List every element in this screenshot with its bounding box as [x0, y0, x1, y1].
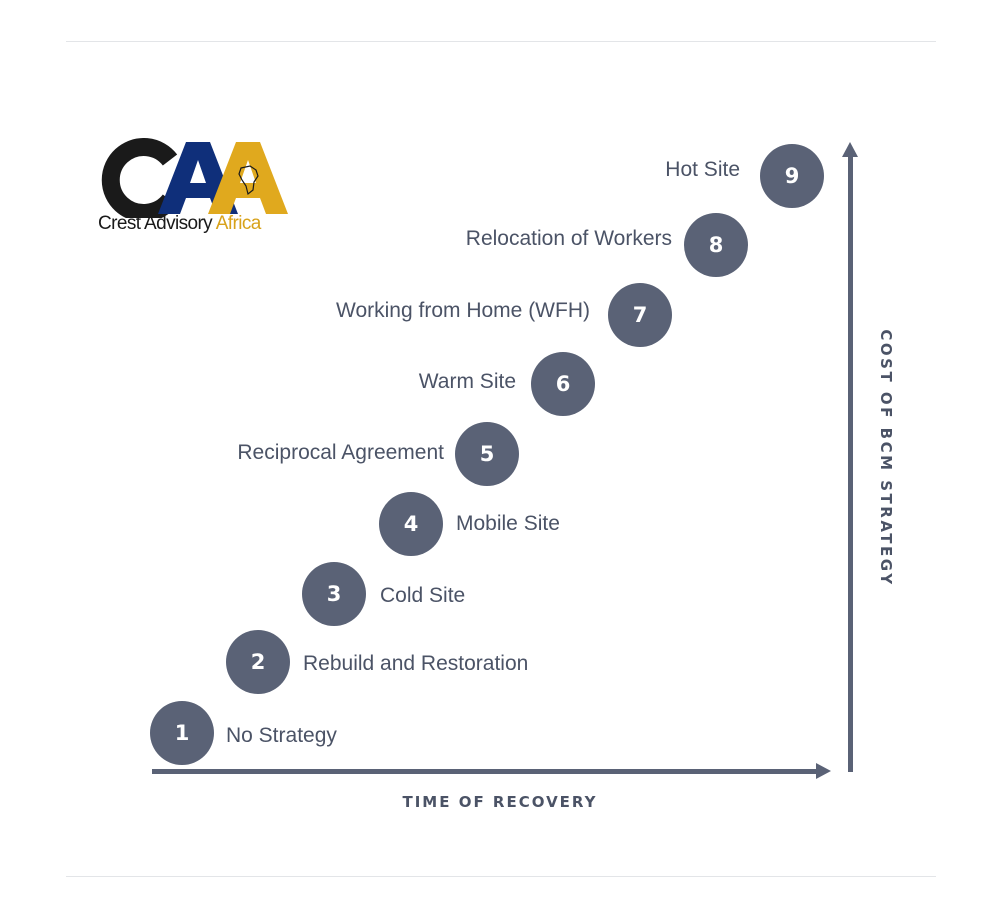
step-9-badge: 9 — [760, 144, 824, 208]
logo-name-part2: Africa — [215, 213, 262, 234]
bottom-divider — [66, 876, 936, 877]
step-2-badge: 2 — [226, 630, 290, 694]
logo-name-part1: Crest Advisory — [98, 213, 213, 234]
step-8-badge: 8 — [684, 213, 748, 277]
step-5-badge: 5 — [455, 422, 519, 486]
crest-advisory-africa-logo: Crest Advisory Africa — [98, 138, 298, 238]
logo-wordmark: Crest Advisory Africa — [98, 213, 261, 235]
step-8-label: Relocation of Workers — [465, 227, 672, 250]
caa-logo-mark-icon — [101, 138, 288, 218]
step-3-label: Cold Site — [380, 584, 466, 607]
x-axis-line — [152, 769, 818, 774]
step-1-label: No Strategy — [226, 724, 337, 747]
x-axis-arrow-icon — [816, 763, 831, 779]
step-4-label: Mobile Site — [456, 512, 560, 535]
x-axis-label: TIME OF RECOVERY — [402, 793, 598, 811]
step-5-label: Reciprocal Agreement — [237, 441, 444, 464]
step-3-badge: 3 — [302, 562, 366, 626]
y-axis-label: COST OF BCM STRATEGY — [877, 329, 895, 587]
step-7-badge: 7 — [608, 283, 672, 347]
step-9-label: Hot Site — [665, 158, 740, 181]
step-1-badge: 1 — [150, 701, 214, 765]
step-4-badge: 4 — [379, 492, 443, 556]
step-2-label: Rebuild and Restoration — [303, 652, 529, 675]
step-7-label: Working from Home (WFH) — [336, 299, 590, 322]
top-divider — [66, 41, 936, 42]
step-6-badge: 6 — [531, 352, 595, 416]
step-6-label: Warm Site — [418, 370, 516, 393]
y-axis-line — [848, 155, 853, 772]
y-axis-arrow-icon — [842, 142, 858, 157]
